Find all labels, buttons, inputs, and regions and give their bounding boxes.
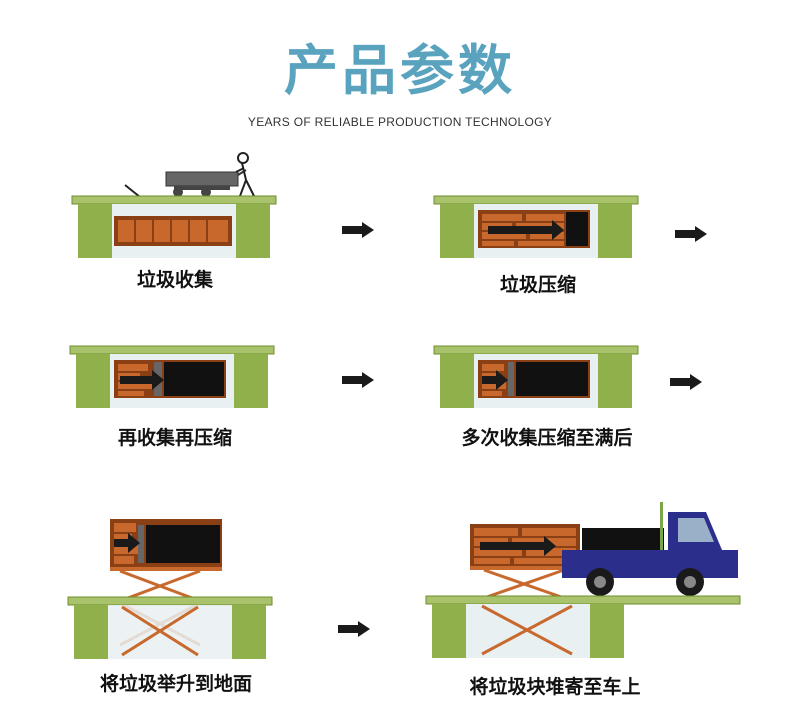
page-subtitle: YEARS OF RELIABLE PRODUCTION TECHNOLOGY	[247, 115, 553, 129]
arrow-right-icon	[342, 222, 374, 238]
step-recompress-illustration	[68, 344, 278, 410]
arrow-right-icon	[338, 621, 370, 637]
cart-icon	[124, 169, 247, 198]
step-lift-caption: 将垃圾举升到地面	[99, 673, 252, 695]
person-icon	[235, 152, 255, 197]
arrow-right-icon	[670, 374, 702, 390]
step-collect-illustration	[70, 150, 280, 262]
step-recompress-caption: 再收集再压缩	[117, 427, 232, 449]
step-compress-caption: 垃圾压缩	[499, 274, 576, 296]
step-full-caption: 多次收集压缩至满后	[461, 427, 633, 449]
step-load-truck-caption: 将垃圾块堆寄至车上	[469, 676, 641, 698]
page-title: 产品参数	[284, 39, 516, 102]
step-full-illustration	[432, 344, 642, 410]
arrow-right-icon	[675, 226, 707, 242]
truck-icon	[562, 502, 738, 596]
arrow-right-icon	[342, 372, 374, 388]
step-lift-illustration	[66, 515, 276, 665]
step-collect-caption: 垃圾收集	[136, 269, 213, 291]
step-compress-illustration	[432, 192, 642, 262]
step-load-truck-illustration	[424, 498, 742, 666]
